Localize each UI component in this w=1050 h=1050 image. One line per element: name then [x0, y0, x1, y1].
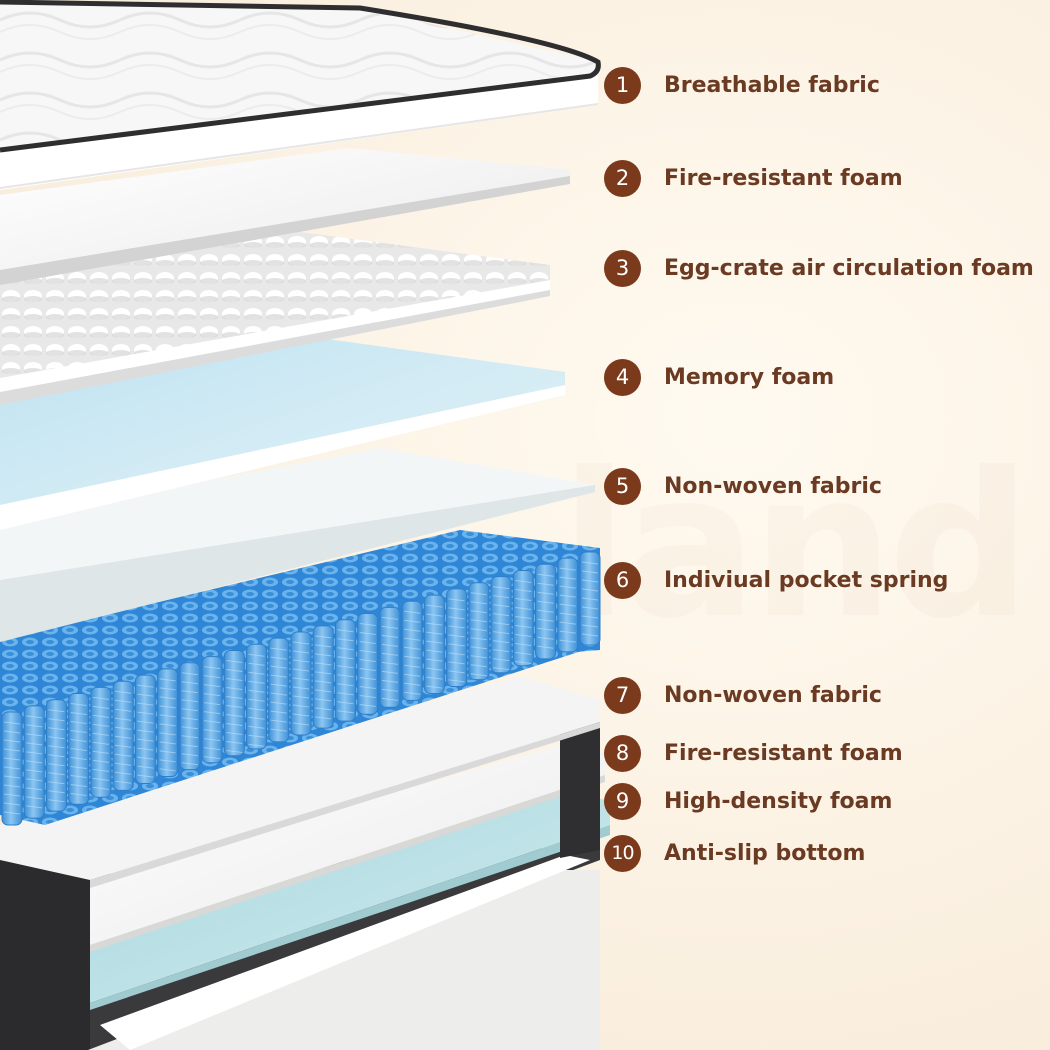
spring-coil — [379, 606, 401, 708]
spring-coil — [1, 711, 23, 826]
layer-breathable-fabric — [0, 0, 601, 190]
spring-coil — [157, 668, 179, 778]
spring-coil — [201, 656, 223, 764]
spring-coil — [268, 637, 290, 743]
spring-coil — [45, 699, 67, 812]
layer-fire-resistant-foam-bottom — [90, 745, 605, 952]
spring-coil — [23, 705, 45, 819]
spring-coil — [179, 662, 201, 771]
layer-non-woven-fabric-top — [0, 448, 595, 642]
spring-coil — [312, 625, 334, 729]
spring-coil — [557, 557, 579, 653]
spring-coil — [535, 563, 557, 660]
spring-coil — [357, 613, 379, 715]
spring-coil — [246, 643, 268, 750]
spring-coil — [223, 649, 245, 757]
layer-fire-resistant-foam-top — [0, 148, 570, 285]
spring-coil — [112, 680, 134, 791]
layer-pocket-springs — [0, 530, 601, 826]
layer-memory-foam — [0, 338, 565, 530]
spring-coil — [334, 619, 356, 722]
spring-coil — [512, 569, 534, 667]
spring-coil — [68, 693, 90, 805]
spring-coil — [446, 588, 468, 688]
spring-coil — [401, 600, 423, 701]
layer-non-woven-fabric-bottom — [0, 676, 600, 888]
spring-coil — [423, 594, 445, 694]
layer-high-density-foam — [90, 795, 610, 1010]
layer-egg-crate-foam — [0, 232, 550, 405]
spring-coil — [579, 551, 601, 646]
spring-coil — [90, 686, 112, 798]
spring-coil — [490, 576, 512, 674]
spring-coil — [134, 674, 156, 784]
spring-coil — [290, 631, 312, 736]
spring-coil — [468, 582, 490, 681]
